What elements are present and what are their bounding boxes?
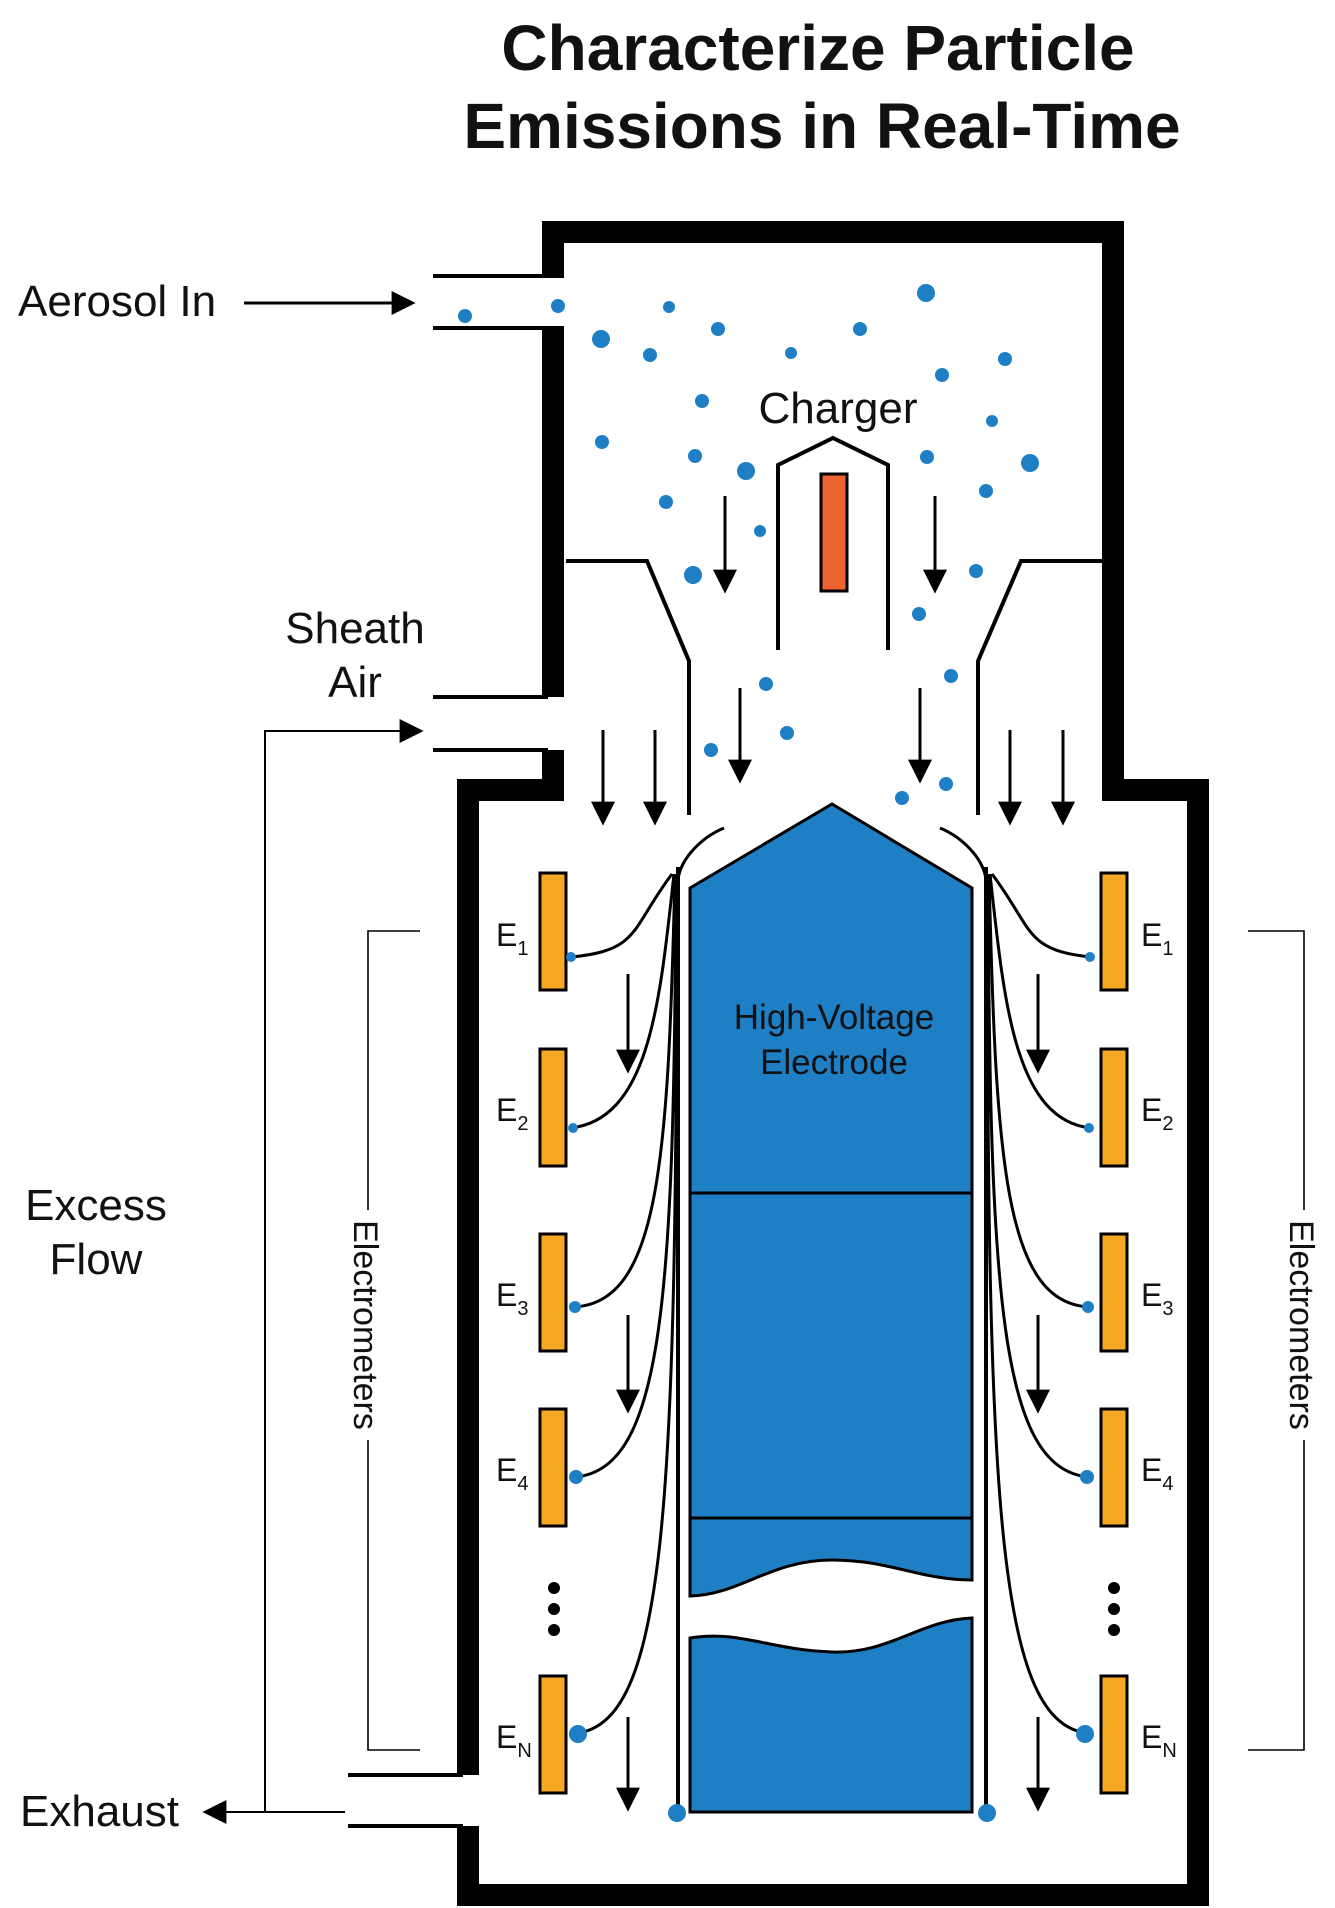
electrometers-right: E1 E2 E3 E4 EN — [1099, 871, 1177, 1795]
excess-flow-label-2: Flow — [50, 1235, 143, 1284]
electrometer-plate — [538, 871, 568, 992]
title-line-1: Characterize Particle — [501, 12, 1134, 84]
electrometer-plate — [538, 1232, 568, 1353]
electrometer-plate — [1099, 1232, 1129, 1353]
electrometers-bracket-left: Electrometers — [346, 930, 420, 1751]
electrometer-plate — [1099, 1047, 1129, 1168]
electrometer-label-left-4: E4 — [496, 1452, 528, 1495]
excess-flow-label-1: Excess — [25, 1181, 167, 1230]
electrometer-plate — [538, 1407, 568, 1528]
ellipsis-dots-right — [1108, 1582, 1120, 1636]
housing-walls — [348, 221, 1209, 1906]
hv-electrode-label-1: High-Voltage — [734, 998, 934, 1037]
funnel — [566, 559, 1102, 815]
title-line-2: Emissions in Real-Time — [463, 90, 1180, 162]
electrometer-plate — [538, 1047, 568, 1168]
electrometers-left: E1 E2 E3 E4 EN — [496, 871, 568, 1795]
aerosol-in-label: Aerosol In — [18, 277, 216, 326]
electrometer-label-left-n: EN — [496, 1719, 532, 1762]
sheath-air-label-1: Sheath — [285, 604, 424, 653]
excess-flow-line — [264, 719, 424, 1813]
particle-trajectories — [569, 873, 1092, 1735]
flow-arrows — [591, 496, 1075, 1812]
charger-housing — [776, 435, 890, 650]
electrometer-plate — [538, 1674, 568, 1795]
charger-element — [819, 472, 849, 593]
hv-electrode-label-2: Electrode — [760, 1043, 908, 1082]
electrometer-label-left-1: E1 — [496, 917, 528, 960]
electrometer-label-left-3: E3 — [496, 1277, 528, 1320]
exhaust-label: Exhaust — [20, 1787, 179, 1836]
electrometer-label-right-n: EN — [1141, 1719, 1177, 1762]
electrometer-label-right-4: E4 — [1141, 1452, 1173, 1495]
sheath-air-label-2: Air — [328, 658, 382, 707]
ellipsis-dots-left — [548, 1582, 560, 1636]
high-voltage-electrode — [688, 802, 974, 1814]
electrometer-plate — [1099, 1674, 1129, 1795]
electrometer-label-left-2: E2 — [496, 1092, 528, 1135]
particles — [458, 284, 1095, 1822]
charger-label: Charger — [759, 384, 918, 433]
electrometer-plate — [1099, 1407, 1129, 1528]
electrometer-label-right-3: E3 — [1141, 1277, 1173, 1320]
electrometers-label-right: Electrometers — [1282, 1220, 1320, 1430]
electrometers-bracket-right: Electrometers — [1248, 930, 1320, 1751]
electrometer-label-right-1: E1 — [1141, 917, 1173, 960]
electrometer-plate — [1099, 871, 1129, 992]
electrometers-label-left: Electrometers — [346, 1220, 384, 1430]
electrometer-label-right-2: E2 — [1141, 1092, 1173, 1135]
